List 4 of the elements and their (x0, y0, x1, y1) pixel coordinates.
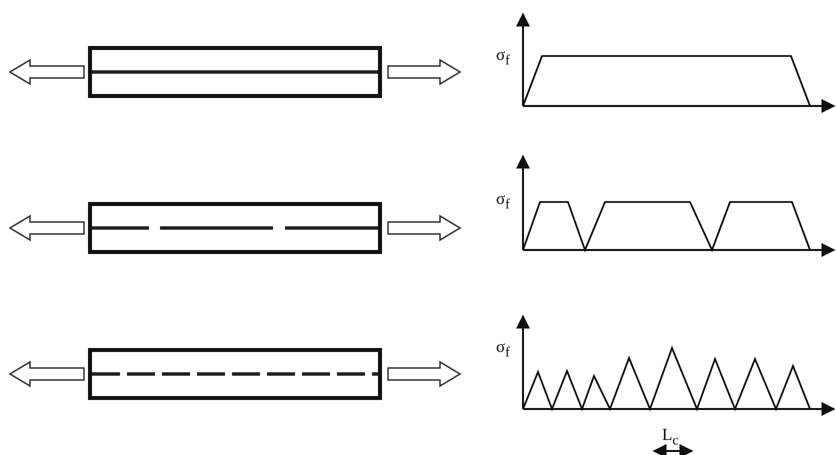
axis-label: σ$_{f}$ (496, 338, 510, 360)
axis-label: L$_{c}$ (662, 426, 679, 448)
axis-label: σ$_{f}$ (496, 190, 510, 212)
axis-label: σ$_{f}$ (496, 46, 510, 68)
